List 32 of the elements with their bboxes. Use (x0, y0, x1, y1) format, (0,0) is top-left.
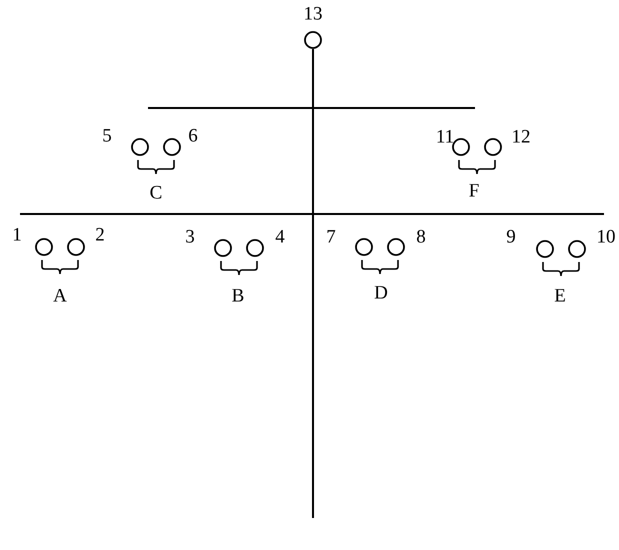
circle-number: 11 (436, 128, 454, 146)
circle-node (484, 138, 502, 156)
circle-number: 4 (275, 228, 285, 246)
circle-node (387, 238, 405, 256)
circle-node (35, 238, 53, 256)
circle-number: 5 (102, 126, 112, 146)
circle-number: 13 (304, 4, 322, 24)
circle-number: 10 (596, 228, 616, 246)
circle-number: 2 (95, 226, 105, 244)
circle-number: 3 (185, 228, 195, 246)
circle-node (131, 138, 149, 156)
circle-node (246, 239, 264, 257)
circle-node (568, 240, 586, 258)
circle-number: 7 (326, 228, 336, 246)
circle-number: 1 (12, 226, 22, 244)
group-letter: F (468, 182, 480, 200)
circle-node (67, 238, 85, 256)
circle-node (304, 31, 322, 49)
group-letter: C (150, 184, 162, 202)
circle-number: 8 (416, 228, 426, 246)
circle-number: 6 (188, 126, 198, 146)
circle-node (163, 138, 181, 156)
group-letter: E (554, 286, 566, 306)
group-letter: A (53, 286, 67, 306)
circle-node (536, 240, 554, 258)
group-letter: D (374, 284, 388, 302)
circle-node (452, 138, 470, 156)
circle-number: 9 (506, 228, 516, 246)
group-letter: B (232, 286, 244, 306)
circle-number: 12 (512, 128, 530, 146)
circle-node (214, 239, 232, 257)
circle-node (355, 238, 373, 256)
